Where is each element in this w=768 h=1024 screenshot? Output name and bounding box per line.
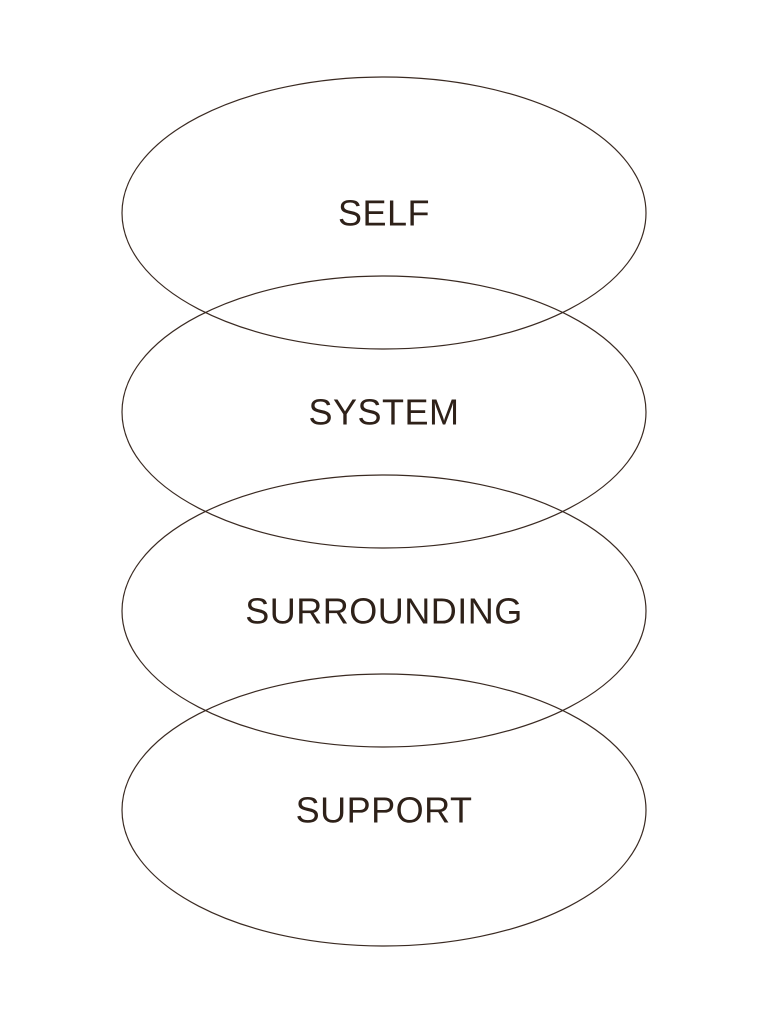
ellipse-self [121, 76, 647, 350]
label-surrounding: SURROUNDING [245, 591, 523, 632]
layer-support: SUPPORT [121, 673, 647, 947]
label-self: SELF [338, 193, 430, 234]
label-system: SYSTEM [308, 392, 459, 433]
layer-self: SELF [121, 76, 647, 350]
ellipse-system [121, 275, 647, 549]
ellipse-support [121, 673, 647, 947]
layer-surrounding: SURROUNDING [121, 474, 647, 748]
ellipse-surrounding [121, 474, 647, 748]
label-support: SUPPORT [296, 790, 473, 831]
layer-system: SYSTEM [121, 275, 647, 549]
